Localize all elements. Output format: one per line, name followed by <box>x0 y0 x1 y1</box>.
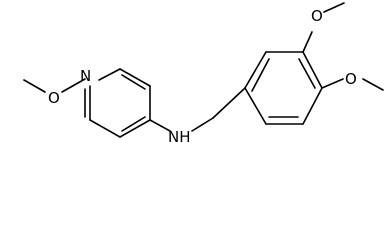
bond <box>191 117 214 132</box>
molecule-structure: N O NH O O <box>23 2 384 146</box>
bond <box>302 31 313 53</box>
atom-label-o-methoxy-left: O <box>48 89 60 107</box>
bond <box>121 74 146 90</box>
bond <box>321 78 344 89</box>
bond <box>244 87 267 125</box>
atom-label-n-pyridine: N <box>80 67 91 85</box>
bond <box>323 2 345 13</box>
bond <box>149 119 171 132</box>
bond <box>23 79 46 93</box>
bond <box>61 78 86 93</box>
bond <box>302 87 323 125</box>
bond <box>119 119 151 138</box>
bond <box>302 51 323 89</box>
bonds <box>23 2 384 138</box>
bond <box>212 87 246 119</box>
bond <box>89 119 121 138</box>
atom-label-o-methoxy-right: O <box>345 70 357 88</box>
bond <box>121 116 146 132</box>
bond <box>251 58 270 92</box>
bond <box>244 51 267 89</box>
bond <box>119 68 151 87</box>
bond <box>98 68 121 81</box>
bond <box>298 58 316 89</box>
bond <box>362 78 384 91</box>
atom-label-n-amine: NH <box>168 128 191 146</box>
atom-labels: N O NH O O <box>48 7 357 146</box>
atom-label-o-methoxy-top: O <box>311 7 323 25</box>
